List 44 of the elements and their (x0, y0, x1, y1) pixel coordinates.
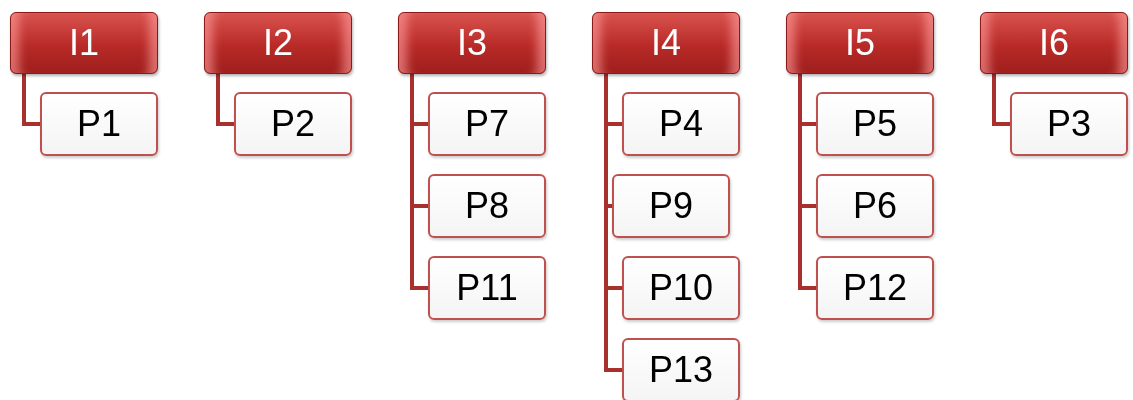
header-box (980, 12, 1128, 74)
node-label: P8 (464, 185, 509, 227)
node-label: P12 (842, 267, 908, 309)
node-label: I4 (651, 22, 681, 64)
node-label: P13 (648, 349, 714, 391)
connector-line (22, 74, 40, 126)
connector-line (216, 74, 234, 126)
header-box (398, 12, 546, 74)
item-box (816, 174, 934, 238)
item-box (622, 338, 740, 400)
header-box (786, 12, 934, 74)
node-label: P11 (456, 267, 518, 309)
item-box (40, 92, 158, 156)
item-box (234, 92, 352, 156)
node-label: P2 (270, 103, 315, 145)
node-label: P7 (464, 103, 509, 145)
connector-line (992, 74, 1010, 126)
connector-line (410, 74, 428, 290)
node-label: I5 (845, 22, 875, 64)
connector-line (798, 74, 816, 290)
item-box (816, 92, 934, 156)
item-box (622, 256, 740, 320)
node-label: P1 (76, 103, 121, 145)
header-box (10, 12, 158, 74)
node-label: P6 (852, 185, 897, 227)
node-label: P4 (658, 103, 703, 145)
item-box (612, 174, 730, 238)
item-box (428, 92, 546, 156)
node-label: I6 (1039, 22, 1069, 64)
node-label: I3 (457, 22, 487, 64)
item-box (428, 174, 546, 238)
item-box (816, 256, 934, 320)
node-label: I2 (263, 22, 293, 64)
connector-line (604, 74, 622, 372)
header-box (592, 12, 740, 74)
header-box (204, 12, 352, 74)
node-label: P5 (852, 103, 897, 145)
node-label: I1 (69, 22, 99, 64)
node-label: P9 (648, 185, 693, 227)
node-label: P3 (1046, 103, 1091, 145)
item-box (428, 256, 546, 320)
item-box (622, 92, 740, 156)
item-box (1010, 92, 1128, 156)
node-label: P10 (648, 267, 714, 309)
